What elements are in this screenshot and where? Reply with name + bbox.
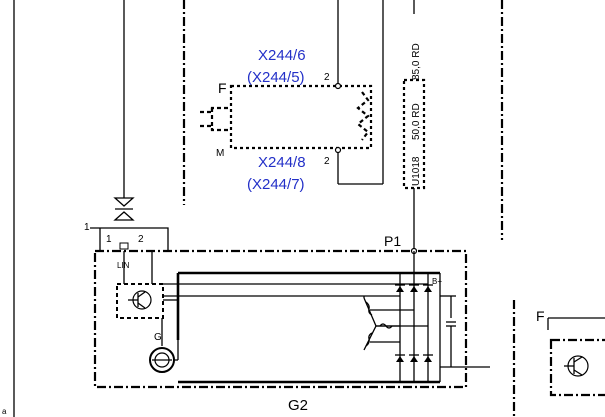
regulator-box: [116, 283, 164, 319]
wire-label-group: 85,0 RD 50,0 RD U1018: [402, 0, 426, 250]
connector-pin-1: 1: [106, 234, 112, 245]
wire-label-upper: 85,0 RD: [411, 43, 422, 80]
capacitor-icon: [439, 273, 456, 382]
alternator-label: G2: [288, 397, 308, 414]
field-winding-component: F M 2 2: [200, 72, 373, 167]
wire-label-lower: U1018: [411, 156, 422, 186]
connector-index: 1: [84, 222, 90, 233]
rectifier-diode-bridge: B+: [370, 273, 442, 382]
lin-label: LIN: [117, 261, 130, 270]
pin-lower-number: 2: [324, 156, 330, 167]
connector-upper-alt-label: (X244/5): [247, 69, 305, 86]
pin-upper-number: 2: [324, 72, 330, 83]
bplus-label: B+: [432, 277, 442, 286]
alternator-connector: 1 1 2: [84, 222, 169, 250]
connector-lower-alt-label: (X244/7): [247, 176, 305, 193]
inline-connector-icon: [113, 197, 135, 221]
connector-upper-label: X244/6: [258, 47, 306, 64]
wire-label-middle: 50,0 RD: [411, 103, 422, 140]
connector-pin-2: 2: [138, 234, 144, 245]
alternator-enclosure: [93, 249, 468, 389]
generator-icon: G: [149, 318, 179, 373]
side-label-m: M: [216, 148, 224, 159]
transistor-icon: [128, 290, 152, 310]
terminal-p-label: P1: [384, 233, 401, 249]
corner-mark: a: [2, 407, 7, 416]
right-block-label: F: [536, 308, 545, 324]
connector-lower-label: X244/8: [258, 154, 306, 171]
generator-label: G: [154, 332, 162, 343]
side-label-f: F: [218, 80, 227, 96]
right-component-block: F: [536, 308, 605, 397]
